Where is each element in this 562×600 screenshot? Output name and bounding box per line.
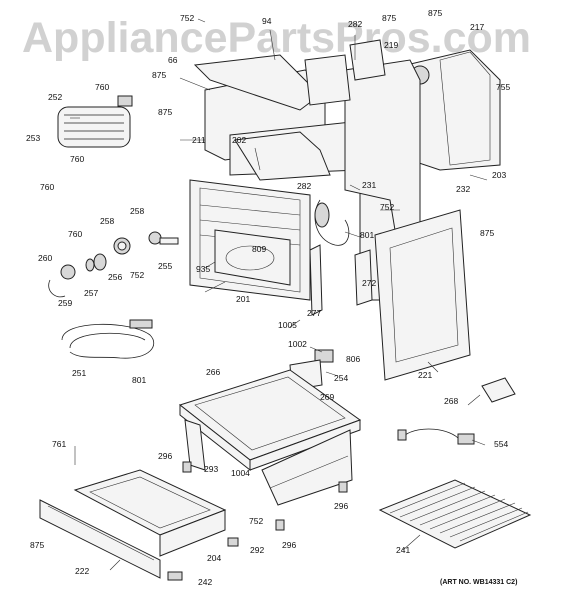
part-label: 809: [252, 244, 266, 254]
part-label: 232: [456, 184, 470, 194]
part-label: 1004: [231, 468, 250, 478]
leader-lines: [70, 18, 488, 571]
part-label: 760: [70, 154, 84, 164]
part-label: 66: [168, 55, 178, 65]
part-label: 801: [360, 230, 374, 240]
part-label: 266: [206, 367, 220, 377]
part-label: 222: [75, 566, 89, 576]
part-label: 242: [198, 577, 212, 587]
terminal-block: [481, 377, 516, 403]
part-label: 752: [180, 13, 194, 23]
power-cord: [397, 428, 475, 445]
oven-rack: [378, 479, 532, 549]
part-label: 241: [396, 545, 410, 555]
art-number: (ART NO. WB14331 C2): [440, 579, 517, 586]
part-label: 252: [48, 92, 62, 102]
part-label: 875: [152, 70, 166, 80]
part-label: 269: [320, 392, 334, 402]
part-label: 260: [38, 253, 52, 263]
part-label: 296: [158, 451, 172, 461]
part-label: 258: [130, 206, 144, 216]
watermark-text: AppliancePartsPros.com: [22, 14, 531, 62]
part-label: 256: [108, 272, 122, 282]
part-label: 202: [232, 135, 246, 145]
part-label: 875: [30, 540, 44, 550]
part-label: 203: [492, 170, 506, 180]
part-label: 554: [494, 439, 508, 449]
part-label: 268: [444, 396, 458, 406]
part-label: 875: [480, 228, 494, 238]
storage-drawer: [39, 469, 239, 581]
part-label: 255: [158, 261, 172, 271]
part-label: 204: [207, 553, 221, 563]
part-label: 806: [346, 354, 360, 364]
part-label: 254: [334, 373, 348, 383]
part-label: 219: [384, 40, 398, 50]
part-label: 760: [40, 182, 54, 192]
part-label: 259: [58, 298, 72, 308]
part-label: 217: [470, 22, 484, 32]
part-label: 752: [380, 202, 394, 212]
part-label: 94: [262, 16, 272, 26]
part-label: 752: [249, 516, 263, 526]
part-label: 272: [362, 278, 376, 288]
part-label: 875: [428, 8, 442, 18]
part-label: 258: [100, 216, 114, 226]
broil-element: [57, 95, 133, 148]
part-label: 221: [418, 370, 432, 380]
part-label: 801: [132, 375, 146, 385]
part-label: 761: [52, 439, 66, 449]
part-label: 292: [250, 545, 264, 555]
part-label: 875: [382, 13, 396, 23]
part-label: 201: [236, 294, 250, 304]
part-label: 760: [95, 82, 109, 92]
part-label: 935: [196, 264, 210, 274]
part-label: 1005: [278, 320, 297, 330]
part-label: 760: [68, 229, 82, 239]
part-label: 231: [362, 180, 376, 190]
part-label: 296: [282, 540, 296, 550]
part-label: 875: [158, 107, 172, 117]
drawer-chassis: [178, 369, 362, 531]
part-label: 251: [72, 368, 86, 378]
part-label: 257: [84, 288, 98, 298]
bake-element: [61, 319, 155, 359]
part-label: 296: [334, 501, 348, 511]
part-label: 277: [307, 308, 321, 318]
part-label: 282: [348, 19, 362, 29]
part-label: 293: [204, 464, 218, 474]
part-label: 253: [26, 133, 40, 143]
part-label: 211: [192, 135, 206, 145]
part-label: 1002: [288, 339, 307, 349]
part-label: 282: [297, 181, 311, 191]
part-label: 752: [130, 270, 144, 280]
cabinet-body: [189, 39, 501, 381]
part-label: 755: [496, 82, 510, 92]
